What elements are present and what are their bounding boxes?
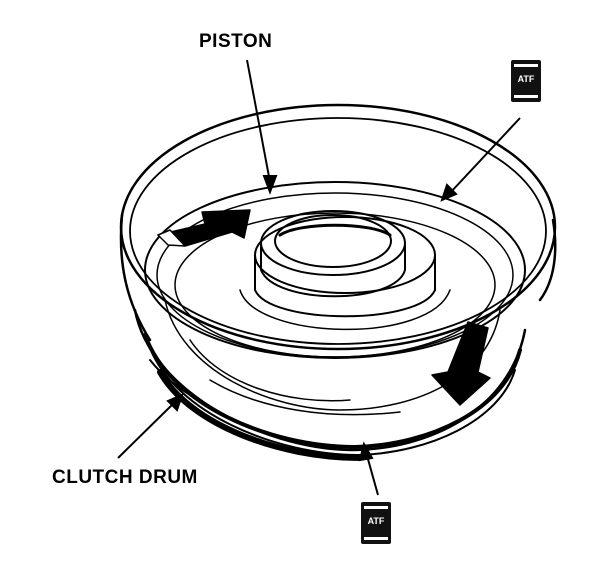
flow-arrow-right (431, 321, 491, 406)
atf-bottom-text: ATF (367, 516, 385, 526)
piston-ring-3 (174, 212, 496, 358)
drum-base-band-4 (149, 359, 201, 401)
piston-leader-line (246, 59, 271, 183)
clutch-drum-leader-arrowhead (166, 393, 184, 412)
atf-fluid-icon: ATF (511, 60, 541, 102)
atf-fluid-icon: ATF (361, 502, 391, 544)
flow-arrow-left (157, 209, 251, 247)
hub-bore-shadow (278, 223, 392, 237)
atf-top-text: ATF (517, 74, 535, 84)
hub-bore-outer (260, 210, 406, 276)
piston-ring-5 (189, 339, 351, 402)
hub-bore-wall (260, 244, 406, 298)
hub-base (239, 289, 451, 331)
piston-leader-arrowhead (262, 175, 278, 195)
clutch-drum-label: CLUTCH DRUM (52, 467, 198, 488)
piston-ring-6 (209, 379, 401, 416)
drum-base-band-3 (157, 369, 363, 461)
piston-label: PISTON (199, 31, 273, 52)
hub-side (254, 254, 436, 318)
drum-base-band-1 (143, 333, 522, 449)
piston-ring-1 (144, 181, 526, 359)
hub-bore-inner (274, 214, 392, 268)
drum-rim-outer (119, 103, 557, 351)
atf-bottom-leader-arrowhead (358, 441, 374, 462)
drum-rim-inner (129, 117, 547, 345)
atf-top-leader-line (449, 117, 521, 194)
clutch-drum-leader-line (117, 401, 176, 459)
atf-top-leader-arrowhead (440, 183, 458, 202)
flow-arrow-left-tail (157, 229, 186, 247)
